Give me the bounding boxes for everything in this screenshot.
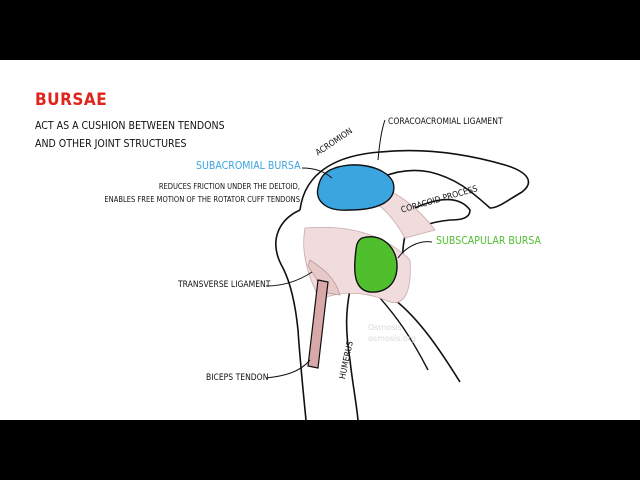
label-transverse-ligament: TRANSVERSE LIGAMENT — [178, 280, 271, 290]
shoulder-illustration — [265, 119, 530, 420]
letterbox-bottom — [0, 420, 640, 480]
watermark: Osmosis osmosis.org — [368, 322, 416, 344]
leader-biceps — [265, 359, 311, 379]
label-coracoacromial-ligament: CORACOACROMIAL LIGAMENT — [388, 117, 503, 127]
subacromial-description: REDUCES FRICTION UNDER THE DELTOID, ENAB… — [104, 180, 300, 206]
watermark-line-1: Osmosis — [368, 323, 402, 332]
subscapular-bursa-shape — [354, 236, 398, 293]
letterbox-top — [0, 0, 640, 60]
biceps-tendon-shape — [307, 279, 329, 369]
subtitle-line-2: AND OTHER JOINT STRUCTURES — [35, 138, 187, 150]
subacromial-desc-line-1: REDUCES FRICTION UNDER THE DELTOID, — [158, 182, 300, 191]
label-subacromial-bursa: SUBACROMIAL BURSA — [196, 160, 301, 172]
subacromial-desc-line-2: ENABLES FREE MOTION OF THE ROTATOR CUFF … — [104, 195, 300, 204]
label-biceps-tendon: BICEPS TENDON — [206, 373, 269, 383]
page-title: BURSAE — [35, 90, 108, 110]
label-subscapular-bursa: SUBSCAPULAR BURSA — [436, 235, 542, 247]
leader-transverse — [265, 271, 313, 287]
glenoid-line — [379, 297, 429, 371]
leader-subscapular — [397, 241, 433, 259]
subtitle-line-1: ACT AS A CUSHION BETWEEN TENDONS — [35, 120, 225, 132]
leader-subacromial — [301, 167, 333, 179]
watermark-line-2: osmosis.org — [368, 334, 416, 343]
subacromial-bursa-shape — [316, 164, 395, 211]
leader-coracoacromial — [377, 119, 386, 161]
diagram-panel: BURSAE ACT AS A CUSHION BETWEEN TENDONS … — [0, 60, 640, 420]
humerus-bone — [275, 209, 307, 420]
